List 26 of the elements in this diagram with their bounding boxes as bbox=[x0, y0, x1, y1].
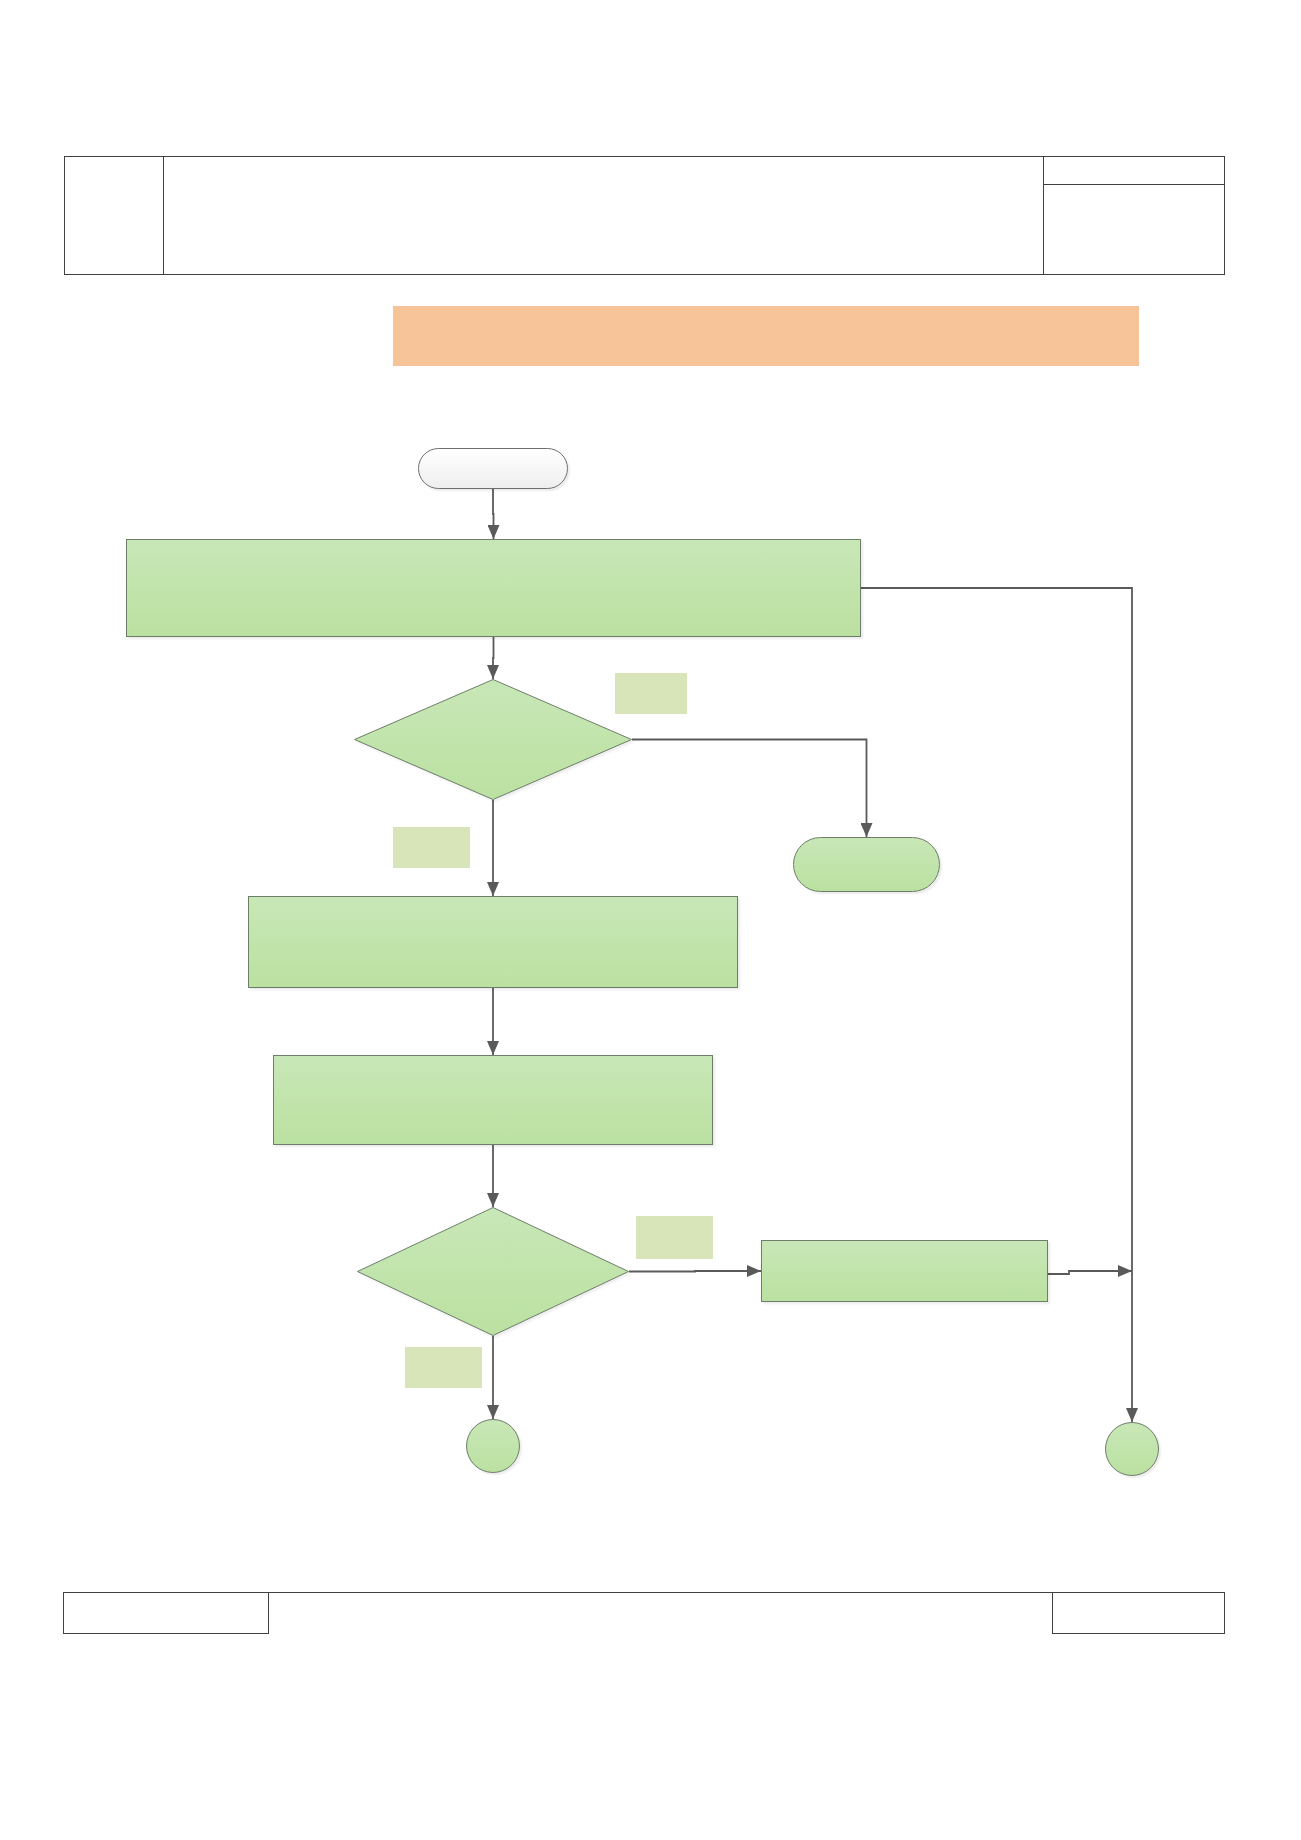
decision-diamond bbox=[354, 679, 632, 800]
title-banner bbox=[393, 306, 1139, 366]
empty-label-patch bbox=[636, 1216, 713, 1259]
connector-circle bbox=[1105, 1422, 1159, 1476]
arrow bbox=[487, 1144, 499, 1208]
process-box bbox=[761, 1240, 1048, 1302]
connector-circle bbox=[466, 1419, 520, 1473]
connector-line bbox=[860, 587, 1133, 1272]
terminator-pill bbox=[418, 448, 568, 489]
empty-label-patch bbox=[405, 1347, 482, 1388]
arrow bbox=[487, 488, 500, 540]
arrow bbox=[487, 987, 499, 1056]
empty-label-patch bbox=[615, 673, 687, 714]
arrow bbox=[631, 738, 873, 838]
process-box bbox=[126, 539, 861, 637]
arrow bbox=[487, 636, 499, 680]
decision-diamond bbox=[357, 1207, 629, 1336]
terminator-pill bbox=[793, 837, 940, 892]
arrow bbox=[1047, 1265, 1133, 1277]
process-box bbox=[273, 1055, 713, 1145]
arrow bbox=[628, 1265, 762, 1277]
arrow bbox=[487, 799, 499, 897]
process-box bbox=[248, 896, 738, 988]
arrow bbox=[487, 1335, 499, 1420]
arrow bbox=[1126, 1270, 1138, 1423]
empty-label-patch bbox=[393, 827, 470, 868]
